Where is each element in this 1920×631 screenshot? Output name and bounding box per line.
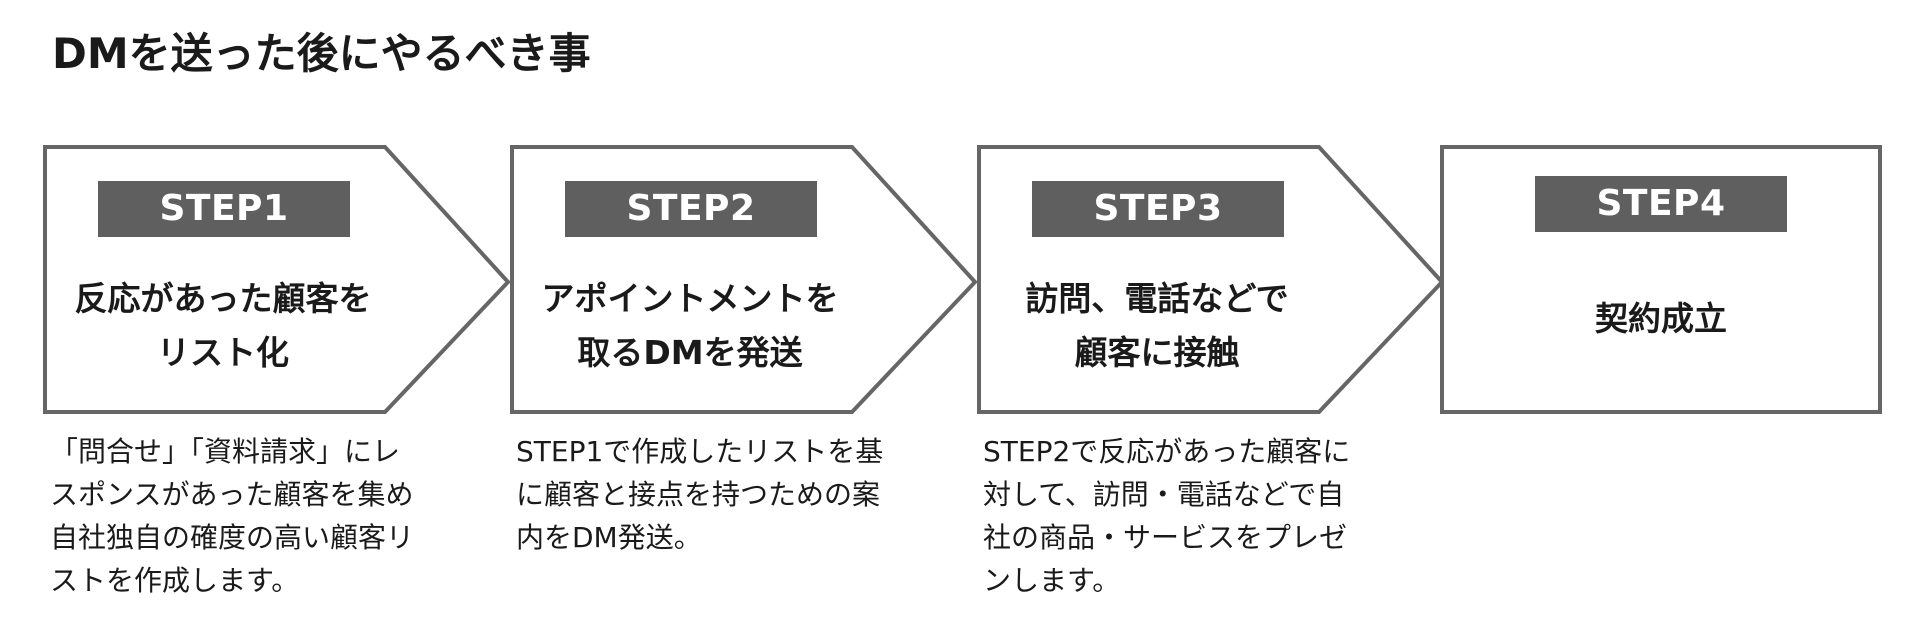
step4-title: 契約成立	[1595, 299, 1727, 338]
page-title: DMを送った後にやるべき事	[52, 29, 591, 78]
step1-badge: STEP1	[98, 181, 350, 237]
step3-badge: STEP3	[1032, 181, 1284, 237]
step1-description: 「問合せ」「資料請求」にレ スポンスがあった顧客を集め 自社独自の確度の高い顧客…	[50, 435, 415, 597]
step2-description: STEP1で作成したリストを基 に顧客と接点を持つための案 内をDM発送。	[516, 435, 884, 554]
step2-title: アポイントメントを 取るDMを発送	[541, 279, 839, 372]
step1-title: 反応があった顧客を リスト化	[74, 279, 372, 372]
step2-badge: STEP2	[565, 181, 817, 237]
step3-title: 訪問、電話などで 顧客に接触	[1025, 279, 1289, 372]
step3-description: STEP2で反応があった顧客に 対して、訪問・電話などで自 社の商品・サービスを…	[983, 435, 1351, 597]
step4-badge: STEP4	[1535, 176, 1787, 232]
